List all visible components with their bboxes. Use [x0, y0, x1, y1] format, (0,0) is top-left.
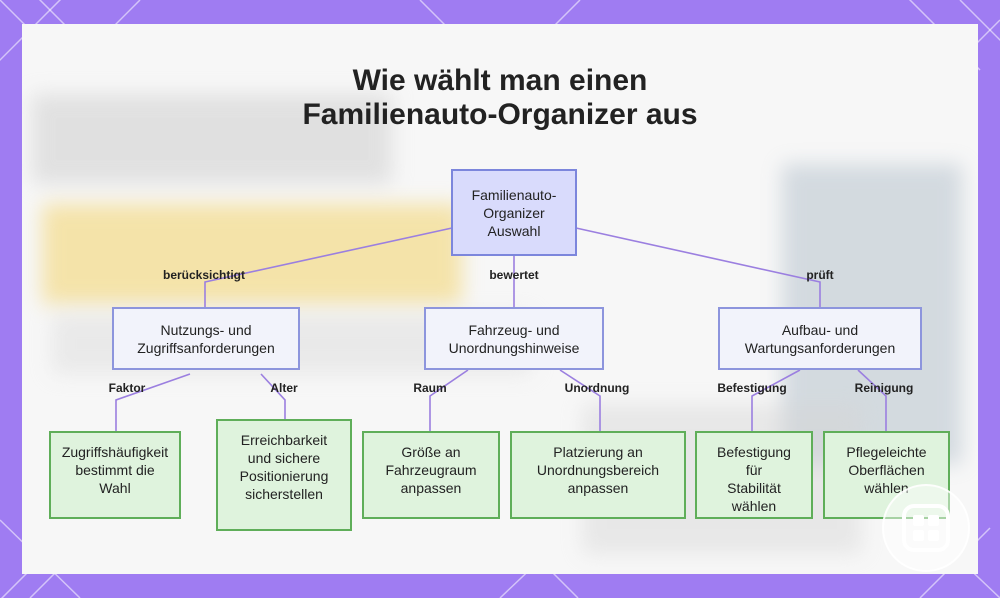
edge-label-mounting: Befestigung [717, 381, 787, 395]
edge-label-clutter: Unordnung [564, 381, 630, 395]
leaf-node-mounting: Befestigung für Stabilität wählen [695, 431, 813, 519]
connector-cat3-leaf2 [857, 369, 887, 431]
leaf-label-size: Größe an Fahrzeugraum anpassen [385, 444, 477, 496]
edge-label-checks: prüft [806, 268, 834, 282]
category-label-build: Aufbau- und Wartungsanforderungen [744, 321, 896, 356]
leaf-label-mounting: Befestigung für Stabilität wählen [717, 444, 791, 514]
diagram-title: Wie wählt man einen Familienauto-Organiz… [0, 64, 1000, 132]
edge-label-space: Raum [413, 381, 447, 395]
title-line-1: Wie wählt man einen [352, 64, 648, 97]
edge-label-factor: Faktor [108, 381, 146, 395]
background-blur-banner [42, 204, 462, 304]
grid-badge-icon [882, 484, 970, 572]
leaf-node-reachability: Erreichbarkeit und sichere Positionierun… [216, 419, 352, 531]
title-line-2: Familienauto-Organizer aus [302, 98, 698, 131]
edge-label-evaluates: bewertet [489, 268, 539, 282]
leaf-label-placement: Platzierung an Unordnungsbereich anpasse… [536, 444, 660, 496]
background-blur-text [32, 94, 392, 184]
connector-root-cat3 [575, 227, 821, 307]
category-label-usage: Nutzungs- und Zugriffsanforderungen [137, 321, 275, 356]
category-node-build: Aufbau- und Wartungsanforderungen [718, 307, 922, 370]
connector-cat2-leaf1 [429, 369, 469, 431]
leaf-node-access-frequency: Zugriffshäufigkeit bestimmt die Wahl [49, 431, 181, 519]
edge-label-age: Alter [270, 381, 298, 395]
category-node-usage: Nutzungs- und Zugriffsanforderungen [112, 307, 300, 370]
category-label-vehicle: Fahrzeug- und Unordnungshinweise [448, 321, 580, 356]
leaf-node-placement: Platzierung an Unordnungsbereich anpasse… [510, 431, 686, 519]
root-node: Familienauto- Organizer Auswahl [451, 169, 577, 256]
connector-cat2-leaf2 [559, 369, 601, 431]
category-node-vehicle: Fahrzeug- und Unordnungshinweise [424, 307, 604, 370]
leaf-label-surfaces: Pflegeleichte Oberflächen wählen [846, 444, 927, 496]
edge-label-cleaning: Reinigung [854, 381, 914, 395]
connector-cat3-leaf1 [751, 369, 801, 431]
leaf-label-access-frequency: Zugriffshäufigkeit bestimmt die Wahl [61, 444, 169, 496]
connector-root-cat1 [204, 227, 453, 307]
connector-cat1-leaf2 [260, 373, 286, 419]
leaf-node-size: Größe an Fahrzeugraum anpassen [362, 431, 500, 519]
root-node-label: Familienauto- Organizer Auswahl [471, 186, 557, 239]
edge-label-considers: berücksichtigt [162, 268, 246, 282]
connector-cat1-leaf1 [115, 373, 191, 431]
leaf-label-reachability: Erreichbarkeit und sichere Positionierun… [239, 432, 329, 502]
